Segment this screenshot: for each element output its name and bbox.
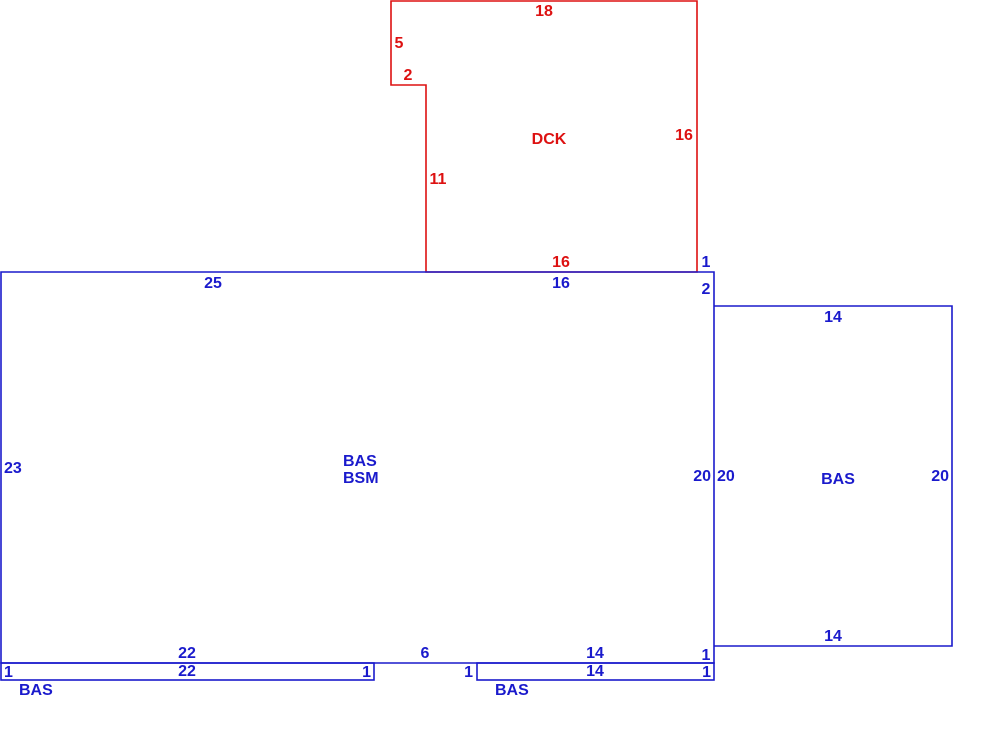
main-label-bas: BAS	[343, 453, 377, 470]
main-label-bsm: BSM	[343, 470, 379, 487]
main-dim-right: 20	[693, 468, 711, 485]
main-dim-corner-top: 1	[702, 254, 711, 271]
right-addition-label: BAS	[821, 471, 855, 488]
deck-dim-left-upper: 5	[395, 35, 404, 52]
deck-dim-bottom: 16	[552, 254, 570, 271]
deck-label: DCK	[532, 131, 567, 148]
main-dim-corner-right: 2	[702, 281, 711, 298]
main-dim-top-right: 16	[552, 275, 570, 292]
main-dim-left: 23	[4, 460, 22, 477]
right-dim-left: 20	[717, 468, 735, 485]
right-dim-bottom: 14	[824, 628, 842, 645]
deck-dim-left-lower: 11	[430, 171, 447, 188]
strip-left-outline	[0, 662, 375, 681]
deck-dim-right: 16	[675, 127, 693, 144]
right-addition-outline	[714, 305, 953, 647]
strip-left-dim-top: 22	[178, 663, 196, 680]
main-dim-top-left: 25	[204, 275, 222, 292]
strip-right-dim-left: 1	[464, 664, 473, 681]
main-dim-bottom-right: 14	[586, 645, 604, 662]
strip-left-dim-left: 1	[4, 664, 13, 681]
deck-dim-top: 18	[535, 3, 553, 20]
right-dim-top: 14	[824, 309, 842, 326]
deck-dim-notch: 2	[404, 67, 413, 84]
strip-right-dim-top: 14	[586, 663, 604, 680]
strip-left-label: BAS	[19, 682, 53, 699]
right-dim-right: 20	[931, 468, 949, 485]
strip-right-label: BAS	[495, 682, 529, 699]
strip-left-dim-right: 1	[362, 664, 371, 681]
main-dim-bottom-mid: 6	[421, 645, 430, 662]
strip-right-outline	[476, 662, 715, 681]
strip-right-dim-right: 1	[702, 664, 711, 681]
main-dim-corner-bottom: 1	[702, 647, 711, 664]
main-dim-bottom-left: 22	[178, 645, 196, 662]
